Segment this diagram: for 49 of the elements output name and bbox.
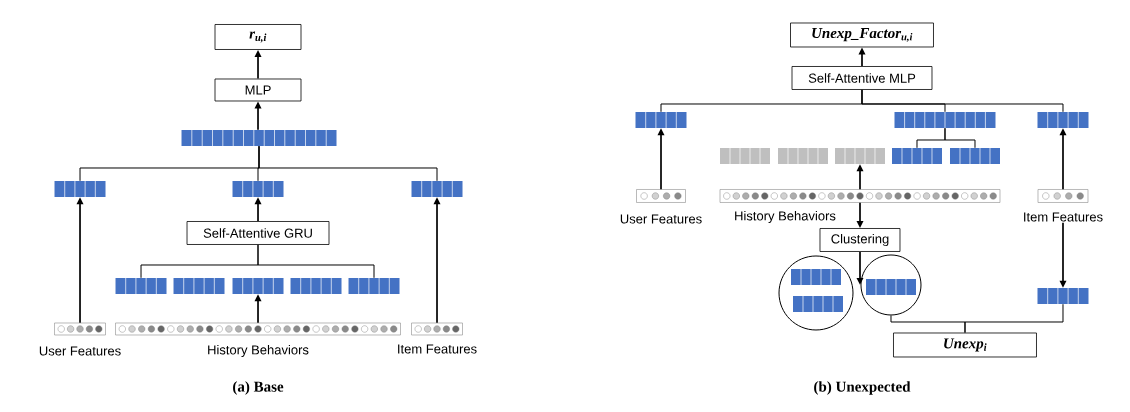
input-label: User Features: [39, 346, 121, 356]
output-box: Unexp$_{i}$: [893, 332, 1037, 358]
embedding-vector: [115, 277, 167, 295]
embedding-vector: [232, 277, 284, 295]
feature-input-bar: [636, 189, 686, 203]
input-label: User Features: [620, 214, 702, 224]
feature-input-bar: [115, 322, 401, 336]
embedding-vector: [950, 147, 1000, 165]
embedding-vector: [835, 147, 885, 165]
feature-input-bar: [719, 189, 1001, 203]
input-label: History Behaviors: [208, 344, 309, 358]
embedding-vector: [894, 111, 996, 129]
embedding-vector: [173, 277, 225, 295]
feature-input-bar: [411, 322, 463, 336]
process-box: Self-Attentive MLP: [791, 66, 933, 90]
bracket-connector: [964, 303, 1064, 334]
panel-caption: (b) Unexpected: [814, 381, 911, 395]
bracket-connector: [944, 127, 976, 149]
input-label: Item Features: [1024, 212, 1103, 222]
embedding-vector: [778, 147, 828, 165]
bracket-connector: [861, 89, 1064, 113]
cluster-circle: [778, 255, 854, 331]
feature-input-bar: [1037, 189, 1089, 203]
cluster-circle: [860, 254, 922, 316]
process-box: Clustering: [819, 228, 901, 252]
embedding-vector: [290, 277, 342, 295]
input-label: History Behaviors: [735, 210, 836, 224]
embedding-vector: [348, 277, 400, 295]
embedding-vector: [866, 278, 916, 296]
process-box: MLP: [214, 78, 302, 102]
embedding-vector: [635, 111, 687, 129]
embedding-vector: [1037, 111, 1089, 129]
process-box: Self-Attentive GRU: [186, 221, 330, 245]
panel-caption: (a) Base: [233, 381, 284, 395]
embedding-vector: [791, 268, 841, 286]
embedding-vector: [793, 295, 843, 313]
embedding-vector: [1037, 287, 1089, 305]
embedding-vector: [720, 147, 770, 165]
output-box: Unexp_Factor$_{u,i}$: [790, 22, 934, 48]
input-label: Item Features: [398, 344, 477, 354]
bracket-connector: [257, 244, 375, 279]
embedding-vector: [181, 129, 337, 147]
output-box: r$_{u,i}$: [214, 24, 302, 50]
embedding-vector: [232, 180, 284, 198]
feature-input-bar: [54, 322, 106, 336]
bracket-connector: [258, 145, 438, 182]
embedding-vector: [54, 180, 106, 198]
embedding-vector: [892, 147, 942, 165]
embedding-vector: [411, 180, 463, 198]
